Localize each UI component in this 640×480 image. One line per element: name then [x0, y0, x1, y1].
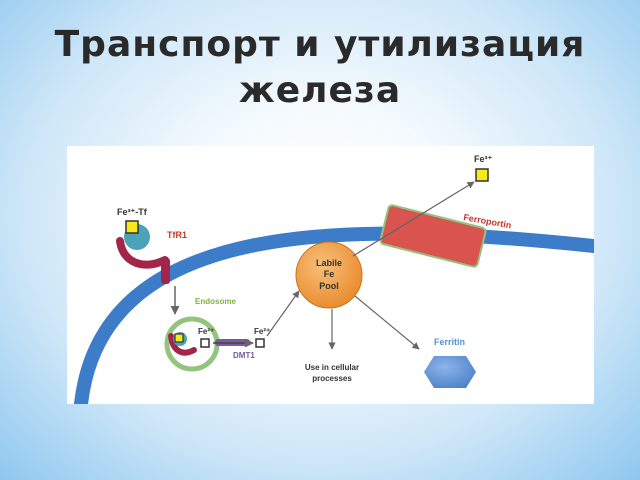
fe2-cytosol-label: Fe²⁺ [254, 327, 270, 336]
title-line-1: Транспорт и утилизация [54, 24, 586, 65]
pool-label-line1: Labile [316, 258, 342, 268]
transferrin-iron-complex [124, 220, 150, 250]
fe3-square-endosome [174, 333, 184, 343]
fe3-out-label: Fe³⁺ [474, 154, 493, 164]
fe-tf-label: Fe³⁺-Tf [117, 207, 148, 217]
page-title: Транспорт и утилизация железа [0, 22, 640, 114]
title-line-2: железа [238, 70, 402, 111]
tfr1-label: TfR1 [167, 230, 187, 240]
iron-transport-diagram: Fe³⁺-Tf TfR1 Endosome Fe²⁺ DMT1 Fe²⁺ Lab… [67, 146, 594, 404]
endosome [164, 316, 220, 372]
ferritin-label: Ferritin [434, 337, 465, 347]
fe2-endosome-label: Fe²⁺ [198, 327, 214, 336]
fe3-square-exported [475, 168, 489, 182]
cell-membrane [74, 226, 594, 404]
fe2-square-endosome [200, 338, 210, 348]
fe2-square-cytosol [255, 338, 265, 348]
tfr1-receptor [116, 237, 170, 284]
ferritin-arrow [354, 295, 420, 350]
dmt1-label: DMT1 [233, 351, 255, 360]
use-label-line2: processes [312, 374, 352, 383]
fe2-to-pool-arrow [266, 290, 300, 337]
use-label-line1: Use in cellular [305, 363, 359, 372]
labile-fe-pool [295, 241, 363, 309]
ferroportin [379, 204, 487, 268]
endosome-label: Endosome [195, 297, 236, 306]
fe3-square-tf [125, 220, 139, 234]
pool-label-line2: Fe [324, 269, 335, 279]
export-arrow [352, 181, 475, 257]
ferritin-hexagon [424, 356, 476, 388]
pool-label-line3: Pool [319, 281, 339, 291]
